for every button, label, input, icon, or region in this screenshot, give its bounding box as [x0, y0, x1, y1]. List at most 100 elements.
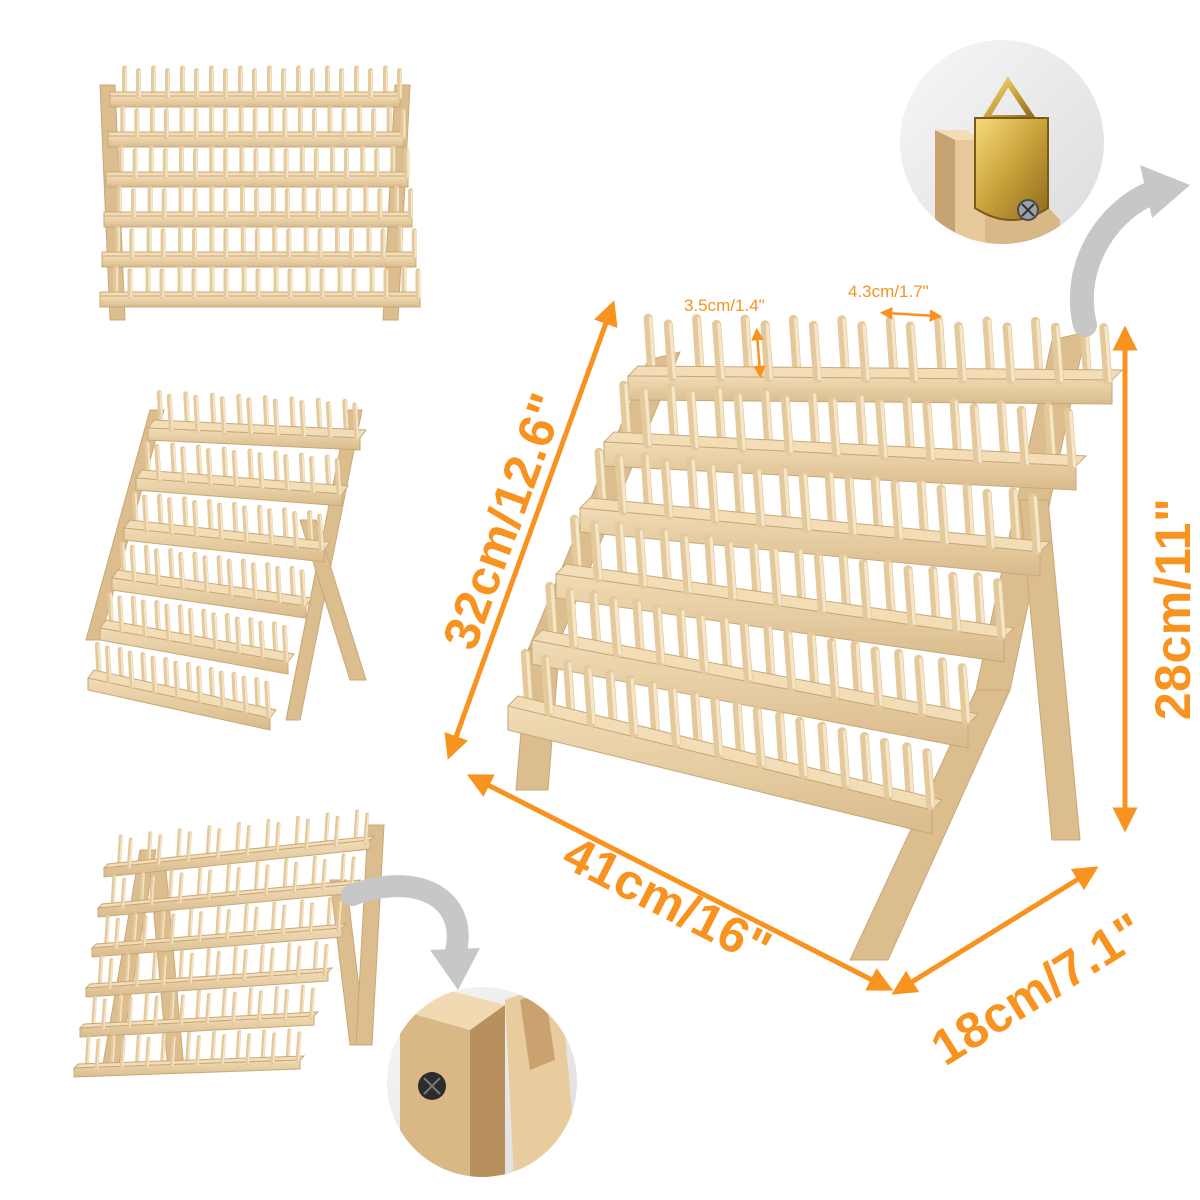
spool-peg-highlight: [208, 449, 213, 485]
spool-peg-highlight: [306, 820, 310, 850]
spool-peg: [798, 471, 812, 534]
spool-peg: [272, 398, 280, 438]
peg-height-label: 3.5cm/1.4": [684, 296, 765, 315]
spool-peg-highlight: [107, 647, 112, 683]
rack-bar: [103, 839, 371, 878]
spool-peg: [1050, 322, 1064, 385]
spool-peg: [117, 595, 125, 634]
spool-peg: [780, 393, 794, 456]
spool-peg: [317, 513, 324, 553]
spool-peg: [614, 453, 628, 516]
spool-peg: [1016, 405, 1030, 468]
spool-peg-highlight: [639, 529, 648, 587]
spool-peg-highlight: [908, 568, 916, 625]
spool-peg-highlight: [335, 816, 340, 847]
spool-peg: [1063, 408, 1077, 471]
spool-peg: [283, 989, 289, 1021]
spool-peg: [226, 558, 234, 598]
spool-peg: [336, 900, 343, 933]
spool-peg-highlight: [788, 632, 796, 689]
spool-peg: [813, 552, 827, 615]
spool-peg: [321, 859, 327, 891]
spool-peg: [205, 993, 211, 1025]
spool-peg-highlight: [129, 838, 133, 869]
spool-peg-highlight: [832, 640, 840, 698]
spool-peg-highlight: [244, 507, 249, 543]
spool-peg-highlight: [151, 876, 155, 906]
spool-peg: [263, 864, 270, 897]
spool-peg: [712, 319, 726, 383]
spool-peg-highlight: [197, 1036, 201, 1066]
spool-peg: [352, 402, 360, 441]
spool-peg: [231, 450, 239, 489]
spool-peg: [220, 1034, 227, 1067]
spool-peg-highlight: [959, 324, 967, 382]
spool-peg: [144, 1036, 151, 1069]
spool-peg-highlight: [143, 601, 148, 637]
spool-peg: [113, 917, 120, 950]
spool-peg: [218, 670, 226, 709]
rack-back-view: [72, 809, 385, 1078]
spool-peg: [349, 856, 356, 889]
spool-peg-highlight: [701, 615, 709, 672]
spool-peg: [150, 655, 158, 694]
spool-peg: [188, 952, 195, 985]
rack-bar: [99, 627, 289, 675]
spool-peg: [202, 555, 210, 594]
spool-peg: [104, 645, 112, 684]
spool-peg: [299, 569, 307, 608]
spool-peg-highlight: [927, 403, 935, 461]
spool-peg: [993, 578, 1007, 641]
spool-peg: [225, 909, 231, 941]
spool-peg-highlight: [1056, 325, 1064, 382]
spool-peg-highlight: [144, 496, 149, 532]
spool-peg: [922, 748, 936, 811]
spool-peg: [308, 456, 316, 495]
spool-peg: [140, 599, 148, 638]
spool-peg: [264, 680, 272, 719]
spool-peg-highlight: [715, 699, 723, 756]
spool-peg: [120, 877, 127, 910]
spool-peg-highlight: [1104, 326, 1112, 383]
rack-bar: [103, 215, 413, 228]
spool-peg: [153, 548, 161, 587]
spool-peg-highlight: [276, 823, 281, 853]
curved-arrow-top: [1069, 165, 1190, 337]
spool-peg-highlight: [247, 826, 251, 856]
spool-peg-highlight: [153, 657, 157, 693]
rack-bar: [111, 577, 307, 619]
spool-peg: [795, 716, 809, 780]
spool-peg: [257, 452, 265, 491]
spool-peg: [275, 565, 283, 605]
height-label: 28cm/11": [1145, 497, 1200, 721]
rack-bar: [105, 175, 409, 188]
spool-peg: [914, 654, 928, 717]
spool-peg-highlight: [849, 478, 857, 535]
spool-peg: [252, 906, 259, 939]
spool-peg-highlight: [657, 607, 665, 664]
spool-peg-highlight: [130, 652, 135, 688]
spool-peg-highlight: [275, 400, 280, 436]
spool-peg-highlight: [116, 919, 120, 949]
spool-peg-highlight: [987, 491, 995, 548]
spool-peg-highlight: [1069, 411, 1077, 468]
spool-peg-highlight: [176, 662, 180, 698]
spool-peg: [107, 958, 114, 991]
spool-peg: [215, 951, 221, 983]
spool-peg-highlight: [217, 952, 221, 982]
spool-peg: [625, 675, 639, 738]
spool-peg-highlight: [294, 862, 299, 893]
spool-peg-highlight: [190, 609, 195, 645]
spool-peg-highlight: [169, 498, 174, 534]
spool-peg-highlight: [278, 567, 282, 603]
spool-peg-highlight: [757, 469, 765, 526]
spool-peg-highlight: [284, 626, 289, 662]
spool-peg-highlight: [222, 397, 227, 433]
spool-peg: [195, 665, 203, 704]
spool-peg-highlight: [324, 945, 329, 975]
spool-peg-highlight: [665, 460, 673, 518]
spool-peg: [211, 612, 219, 651]
spool-peg: [257, 990, 263, 1023]
spool-peg: [905, 321, 919, 384]
rack-bar: [147, 427, 361, 451]
